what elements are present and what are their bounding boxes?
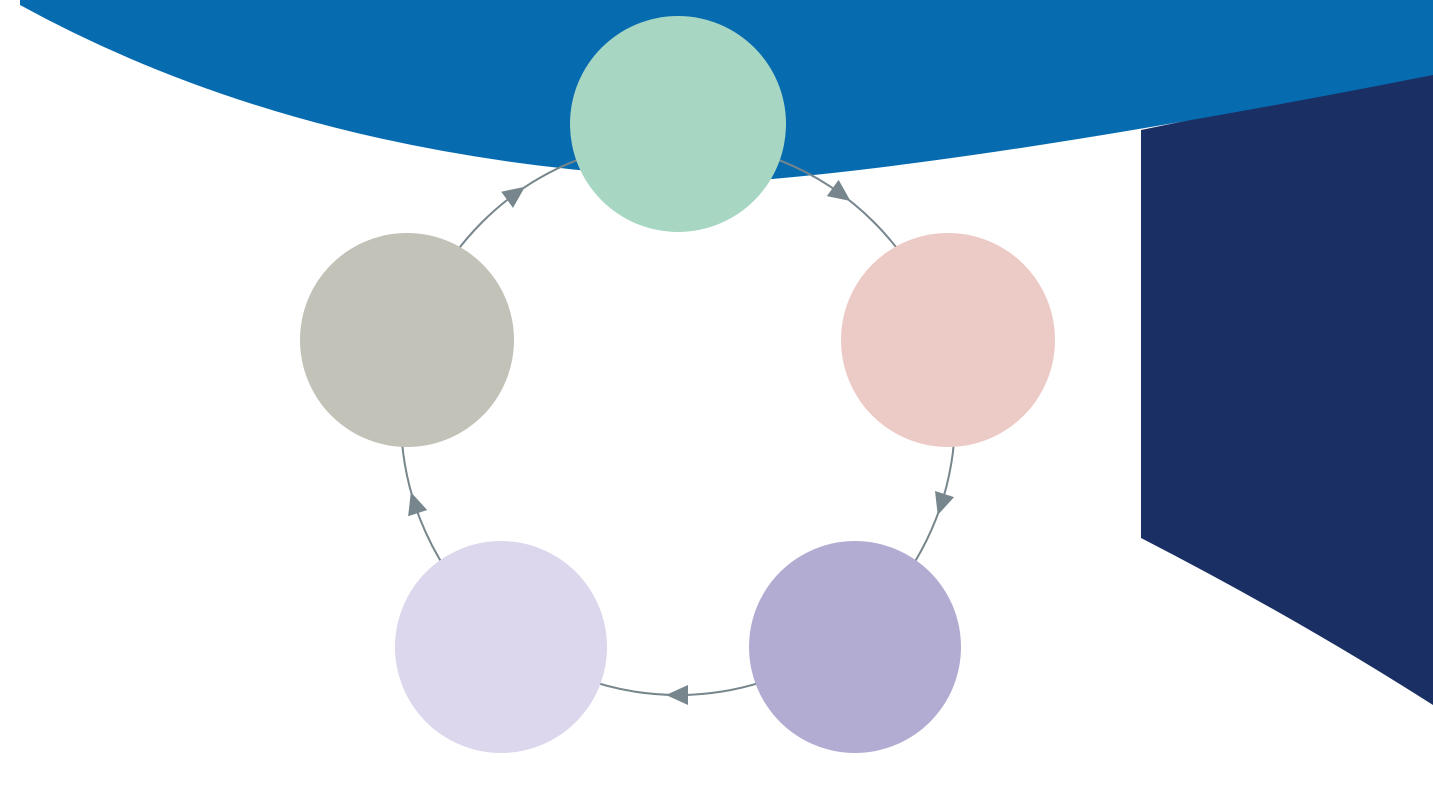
cycle-nodes bbox=[300, 16, 1055, 753]
node-right bbox=[841, 233, 1055, 447]
arrow-head-icon bbox=[935, 490, 955, 516]
arrow-head-icon bbox=[666, 685, 688, 705]
arrow-head-icon bbox=[501, 186, 525, 208]
node-bottom-right bbox=[749, 541, 961, 753]
arrow-head-icon bbox=[826, 179, 851, 201]
cycle-arrows bbox=[408, 179, 955, 705]
node-top bbox=[570, 16, 786, 232]
arrow-head-icon bbox=[408, 492, 428, 517]
navy-panel bbox=[1141, 70, 1433, 705]
node-left bbox=[300, 233, 514, 447]
node-bottom-left bbox=[395, 541, 607, 753]
